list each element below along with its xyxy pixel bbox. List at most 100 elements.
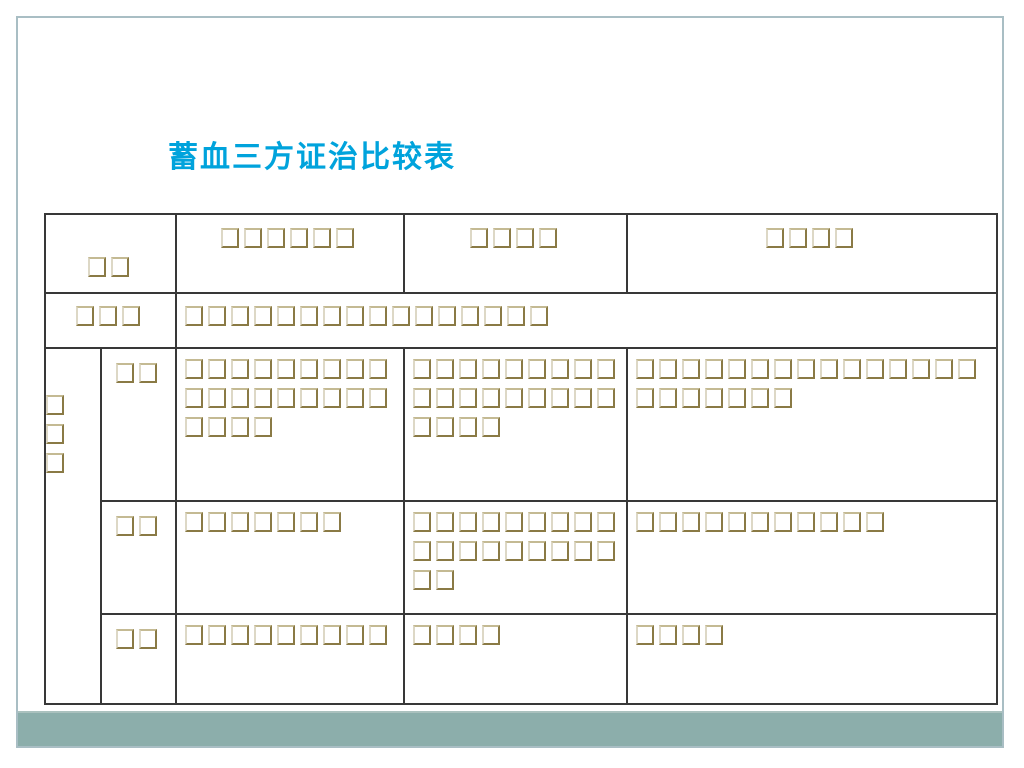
missing-glyph-box <box>528 512 546 532</box>
header-col-1-boxes <box>177 215 403 257</box>
missing-glyph-box <box>505 512 523 532</box>
missing-glyph-box <box>682 359 700 379</box>
missing-glyph-box <box>208 625 226 645</box>
missing-glyph-box <box>369 388 387 408</box>
shared-row-label-boxes <box>46 294 175 335</box>
missing-glyph-box <box>728 359 746 379</box>
missing-glyph-box <box>115 516 134 536</box>
missing-glyph-box <box>87 257 106 277</box>
missing-glyph-box <box>415 306 433 326</box>
sub-label-3-boxes <box>102 615 175 658</box>
header-cell-col-2 <box>403 213 628 294</box>
missing-glyph-box <box>300 512 318 532</box>
missing-glyph-box <box>597 359 615 379</box>
content-r3c3-boxes <box>628 615 996 654</box>
missing-glyph-box <box>438 306 456 326</box>
missing-glyph-box <box>436 512 454 532</box>
missing-glyph-box <box>461 306 479 326</box>
missing-glyph-box <box>459 541 477 561</box>
missing-glyph-box <box>820 359 838 379</box>
missing-glyph-box <box>254 625 272 645</box>
content-r1c3-boxes <box>628 349 996 417</box>
table-group-row-3 <box>45 613 998 705</box>
missing-glyph-box <box>774 512 792 532</box>
missing-glyph-box <box>551 388 569 408</box>
missing-glyph-box <box>436 541 454 561</box>
missing-glyph-box <box>369 625 387 645</box>
missing-glyph-box <box>122 306 140 326</box>
missing-glyph-box <box>436 359 454 379</box>
missing-glyph-box <box>346 625 364 645</box>
content-cell-r2c1 <box>175 500 405 615</box>
sub-label-cell-1 <box>100 347 177 502</box>
missing-glyph-box <box>682 388 700 408</box>
missing-glyph-box <box>528 541 546 561</box>
missing-glyph-box <box>115 363 134 383</box>
missing-glyph-box <box>659 388 677 408</box>
missing-glyph-box <box>774 359 792 379</box>
missing-glyph-box <box>469 228 488 248</box>
missing-glyph-box <box>413 625 431 645</box>
missing-glyph-box <box>208 359 226 379</box>
missing-glyph-box <box>290 228 308 248</box>
table-header-row <box>44 213 998 294</box>
missing-glyph-box <box>659 359 677 379</box>
slide-title: 蓄血三方证治比较表 <box>168 140 456 175</box>
missing-glyph-box <box>221 228 239 248</box>
content-r1c1-boxes <box>177 349 403 446</box>
content-r2c3-boxes <box>628 502 996 541</box>
missing-glyph-box <box>208 306 226 326</box>
missing-glyph-box <box>482 625 500 645</box>
missing-glyph-box <box>277 306 295 326</box>
missing-glyph-box <box>482 359 500 379</box>
content-r2c2-boxes <box>405 502 626 599</box>
missing-glyph-box <box>574 359 592 379</box>
missing-glyph-box <box>254 512 272 532</box>
missing-glyph-box <box>459 359 477 379</box>
missing-glyph-box <box>482 512 500 532</box>
missing-glyph-box <box>110 257 129 277</box>
missing-glyph-box <box>482 541 500 561</box>
missing-glyph-box <box>551 541 569 561</box>
missing-glyph-box <box>277 388 295 408</box>
missing-glyph-box <box>267 228 285 248</box>
missing-glyph-box <box>574 512 592 532</box>
missing-glyph-box <box>812 228 830 248</box>
missing-glyph-box <box>636 388 654 408</box>
shared-row-label-cell <box>44 292 177 349</box>
content-cell-r3c1 <box>175 613 405 705</box>
missing-glyph-box <box>659 512 677 532</box>
missing-glyph-box <box>705 359 723 379</box>
content-cell-r1c3 <box>626 347 998 502</box>
missing-glyph-box <box>277 625 295 645</box>
missing-glyph-box <box>99 306 117 326</box>
missing-glyph-box <box>766 228 784 248</box>
missing-glyph-box <box>530 306 548 326</box>
missing-glyph-box <box>597 541 615 561</box>
missing-glyph-box <box>254 417 272 437</box>
missing-glyph-box <box>751 359 769 379</box>
missing-glyph-box <box>413 512 431 532</box>
missing-glyph-box <box>185 625 203 645</box>
missing-glyph-box <box>866 512 884 532</box>
missing-glyph-box <box>46 453 64 473</box>
missing-glyph-box <box>413 359 431 379</box>
slide-frame <box>16 16 1004 748</box>
missing-glyph-box <box>574 541 592 561</box>
content-r2c1-boxes <box>177 502 403 541</box>
missing-glyph-box <box>505 388 523 408</box>
missing-glyph-box <box>185 306 203 326</box>
missing-glyph-box <box>574 388 592 408</box>
missing-glyph-box <box>277 359 295 379</box>
missing-glyph-box <box>751 388 769 408</box>
missing-glyph-box <box>482 417 500 437</box>
sub-label-cell-3 <box>100 613 177 705</box>
missing-glyph-box <box>705 625 723 645</box>
missing-glyph-box <box>300 388 318 408</box>
missing-glyph-box <box>300 306 318 326</box>
missing-glyph-box <box>323 625 341 645</box>
missing-glyph-box <box>323 359 341 379</box>
content-cell-r1c1 <box>175 347 405 502</box>
missing-glyph-box <box>244 228 262 248</box>
header-col-2-boxes <box>405 215 626 257</box>
